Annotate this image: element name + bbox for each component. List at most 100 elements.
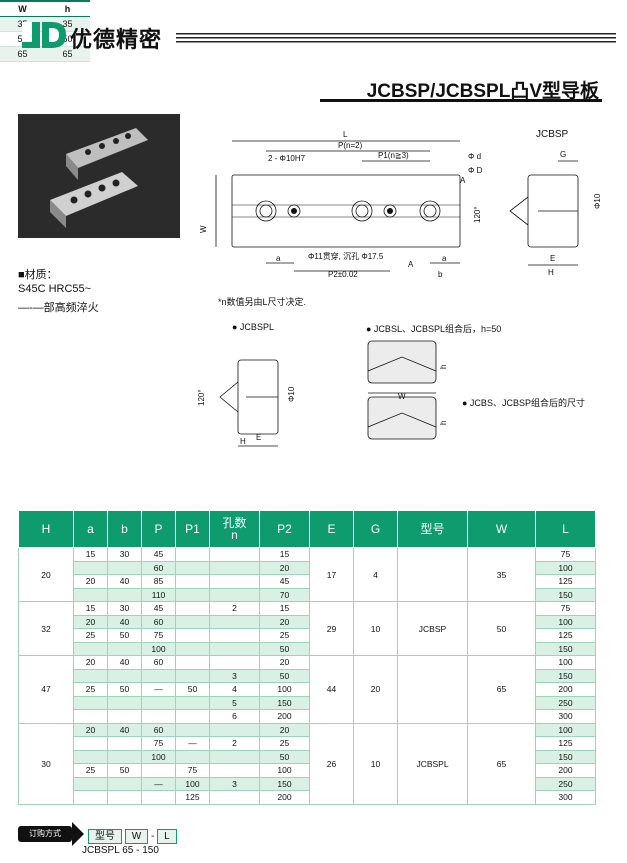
table-cell: 10 bbox=[353, 723, 398, 805]
table-cell: 25 bbox=[73, 763, 108, 778]
table-cell: JCBSP bbox=[397, 601, 468, 656]
order-field-W: W bbox=[124, 829, 149, 844]
table-cell: 29 bbox=[309, 601, 354, 656]
table-cell bbox=[141, 669, 176, 683]
order-example: JCBSPL 65 - 150 bbox=[82, 845, 159, 856]
table-cell: 50 bbox=[467, 601, 536, 656]
brand-name: 优德精密 bbox=[70, 27, 163, 52]
table-cell: 20 bbox=[73, 615, 108, 629]
table-cell bbox=[107, 750, 142, 764]
order-field-L: L bbox=[157, 829, 177, 844]
table-cell: 2 bbox=[209, 601, 260, 616]
table-cell: 20 bbox=[259, 615, 310, 629]
table-cell bbox=[175, 642, 210, 656]
page-title: JCBSP/JCBSPL凸V型导板 bbox=[366, 81, 599, 102]
table-cell: 300 bbox=[535, 790, 596, 805]
table-cell: 50 bbox=[175, 682, 210, 697]
product-photo bbox=[18, 114, 180, 238]
dim-A-top: A bbox=[460, 176, 466, 185]
jcbspl-angle: 120° bbox=[197, 389, 206, 406]
table-cell: 125 bbox=[535, 628, 596, 643]
table-cell: 47 bbox=[18, 655, 74, 724]
table-cell: — bbox=[175, 736, 210, 751]
table-cell bbox=[175, 709, 210, 724]
table-cell: 250 bbox=[535, 777, 596, 791]
table-cell: 15 bbox=[73, 547, 108, 562]
table-cell: 150 bbox=[259, 777, 310, 791]
label-combo2: ● JCBS、JCBSP组合后的尺寸 bbox=[462, 398, 585, 408]
column-header: a bbox=[73, 510, 108, 548]
table-cell: 5 bbox=[209, 696, 260, 710]
table-cell: 15 bbox=[259, 601, 310, 616]
column-header: G bbox=[353, 510, 398, 548]
table-cell bbox=[107, 669, 142, 683]
table-cell bbox=[141, 790, 176, 805]
table-cell: 65 bbox=[467, 723, 536, 805]
table-cell: 50 bbox=[107, 682, 142, 697]
table-cell bbox=[209, 655, 260, 670]
table-cell: 75 bbox=[141, 628, 176, 643]
table-cell bbox=[73, 588, 108, 602]
combo-drawing: W h h bbox=[367, 340, 448, 440]
table-cell bbox=[107, 642, 142, 656]
table-cell: 110 bbox=[141, 588, 176, 602]
table-cell bbox=[107, 736, 142, 751]
table-cell: 125 bbox=[535, 574, 596, 589]
dim-phi10: Φ10 bbox=[593, 193, 602, 209]
column-header: W bbox=[467, 510, 536, 548]
table-cell: 25 bbox=[259, 736, 310, 751]
table-cell bbox=[73, 777, 108, 791]
table-cell: 125 bbox=[535, 736, 596, 751]
combo-h1: h bbox=[439, 365, 448, 369]
table-cell bbox=[73, 669, 108, 683]
column-header: P bbox=[141, 510, 176, 548]
table-cell: 2 bbox=[209, 736, 260, 751]
dim-P1: P1(n≧3) bbox=[378, 151, 409, 160]
n-note: *n数值另由L尺寸决定. bbox=[218, 297, 307, 307]
label-jcbsp: JCBSP bbox=[536, 129, 569, 140]
table-cell bbox=[209, 615, 260, 629]
table-cell bbox=[107, 696, 142, 710]
table-cell: 150 bbox=[535, 669, 596, 683]
table-cell: 4 bbox=[353, 547, 398, 602]
order-field-model: 型号 bbox=[88, 829, 122, 844]
table-cell: 50 bbox=[259, 669, 310, 683]
table-cell bbox=[209, 628, 260, 643]
table-cell: 100 bbox=[535, 561, 596, 575]
table-cell bbox=[73, 736, 108, 751]
dim-E: E bbox=[550, 254, 555, 263]
table-cell bbox=[73, 642, 108, 656]
dim-angle: 120° bbox=[473, 206, 482, 223]
table-cell: 100 bbox=[141, 642, 176, 656]
table-cell: 150 bbox=[535, 642, 596, 656]
column-header: 孔数 n bbox=[209, 510, 260, 548]
table-cell: 50 bbox=[259, 642, 310, 656]
table-cell: 65 bbox=[467, 655, 536, 724]
combo-W: W bbox=[398, 392, 406, 401]
table-cell: 20 bbox=[73, 655, 108, 670]
material-treatment: —-—部高频淬火 bbox=[18, 302, 99, 314]
table-cell: 60 bbox=[141, 615, 176, 629]
material-spec: S45C HRC55~ bbox=[18, 283, 92, 295]
table-cell: 3 bbox=[209, 669, 260, 683]
table-cell: 75 bbox=[141, 736, 176, 751]
table-cell: 200 bbox=[535, 763, 596, 778]
table-cell bbox=[73, 696, 108, 710]
dim-G: G bbox=[560, 150, 566, 159]
table-cell bbox=[175, 750, 210, 764]
dim-H: H bbox=[548, 268, 554, 277]
wh-header-h: h bbox=[45, 0, 90, 17]
table-cell bbox=[175, 696, 210, 710]
order-fields: 型号 W - L bbox=[88, 827, 177, 844]
top-view-drawing: L P(n=2) 2 - Φ10H7 P1(n≧3) Φ d Φ D A a a… bbox=[199, 129, 602, 279]
table-cell: 20 bbox=[259, 561, 310, 575]
